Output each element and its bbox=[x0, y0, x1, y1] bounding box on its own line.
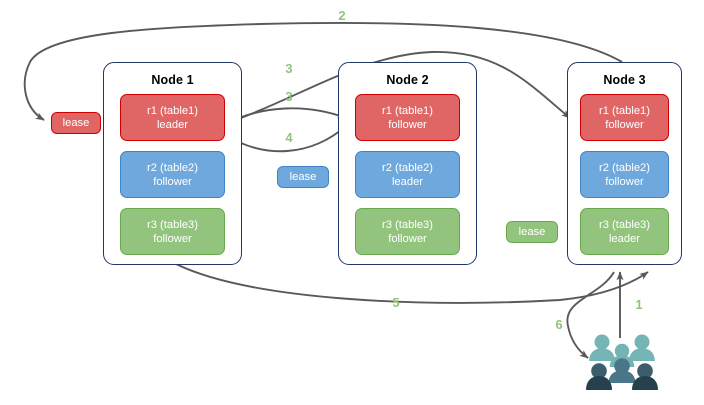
node-title-node2: Node 2 bbox=[386, 73, 429, 87]
replica-node1-r2[interactable]: r2 (table2) follower bbox=[120, 151, 225, 198]
node-title-node3: Node 3 bbox=[603, 73, 646, 87]
replica-role: follower bbox=[153, 232, 192, 245]
replica-node3-r1[interactable]: r1 (table1) follower bbox=[580, 94, 669, 141]
replica-role: follower bbox=[388, 232, 427, 245]
node-container-node3: Node 3 r1 (table1) follower r2 (table2) … bbox=[567, 62, 682, 265]
replica-role: follower bbox=[153, 175, 192, 188]
edge-step-5 bbox=[175, 263, 649, 304]
replica-node2-r1[interactable]: r1 (table1) follower bbox=[355, 94, 460, 141]
replica-name: r1 (table1) bbox=[382, 104, 433, 117]
node-container-node1: Node 1 r1 (table1) leader r2 (table2) fo… bbox=[103, 62, 242, 265]
step-label-3-lower: 3 bbox=[285, 89, 293, 104]
replica-name: r1 (table1) bbox=[147, 104, 198, 117]
step-label-1: 1 bbox=[635, 297, 643, 312]
users-group-icon bbox=[586, 334, 658, 390]
replica-role: follower bbox=[388, 118, 427, 131]
step-label-2: 2 bbox=[338, 8, 346, 23]
replica-node2-r3[interactable]: r3 (table3) follower bbox=[355, 208, 460, 255]
replica-node2-r2[interactable]: r2 (table2) leader bbox=[355, 151, 460, 198]
replica-role: follower bbox=[605, 118, 644, 131]
replica-name: r2 (table2) bbox=[382, 161, 433, 174]
node-container-node2: Node 2 r1 (table1) follower r2 (table2) … bbox=[338, 62, 477, 265]
replica-name: r3 (table3) bbox=[382, 218, 433, 231]
replica-role: leader bbox=[156, 118, 189, 131]
replica-node3-r2[interactable]: r2 (table2) follower bbox=[580, 151, 669, 198]
replica-node3-r3[interactable]: r3 (table3) leader bbox=[580, 208, 669, 255]
lease-chip-red[interactable]: lease bbox=[51, 112, 101, 134]
replica-name: r3 (table3) bbox=[147, 218, 198, 231]
step-label-4: 4 bbox=[285, 130, 293, 145]
replica-role: leader bbox=[608, 232, 641, 245]
replica-name: r2 (table2) bbox=[147, 161, 198, 174]
lease-chip-green[interactable]: lease bbox=[506, 221, 558, 243]
replica-name: r3 (table3) bbox=[599, 218, 650, 231]
lease-label: lease bbox=[289, 171, 317, 183]
replica-role: leader bbox=[391, 175, 424, 188]
node-title-node1: Node 1 bbox=[151, 73, 194, 87]
step-label-3-upper: 3 bbox=[285, 61, 293, 76]
replica-name: r2 (table2) bbox=[599, 161, 650, 174]
replica-role: follower bbox=[605, 175, 644, 188]
step-label-5: 5 bbox=[392, 295, 400, 310]
replica-node1-r3[interactable]: r3 (table3) follower bbox=[120, 208, 225, 255]
replica-node1-r1[interactable]: r1 (table1) leader bbox=[120, 94, 225, 141]
replica-name: r1 (table1) bbox=[599, 104, 650, 117]
lease-label: lease bbox=[518, 226, 546, 238]
lease-chip-blue[interactable]: lease bbox=[277, 166, 329, 188]
lease-label: lease bbox=[62, 117, 90, 129]
step-label-6: 6 bbox=[555, 317, 563, 332]
